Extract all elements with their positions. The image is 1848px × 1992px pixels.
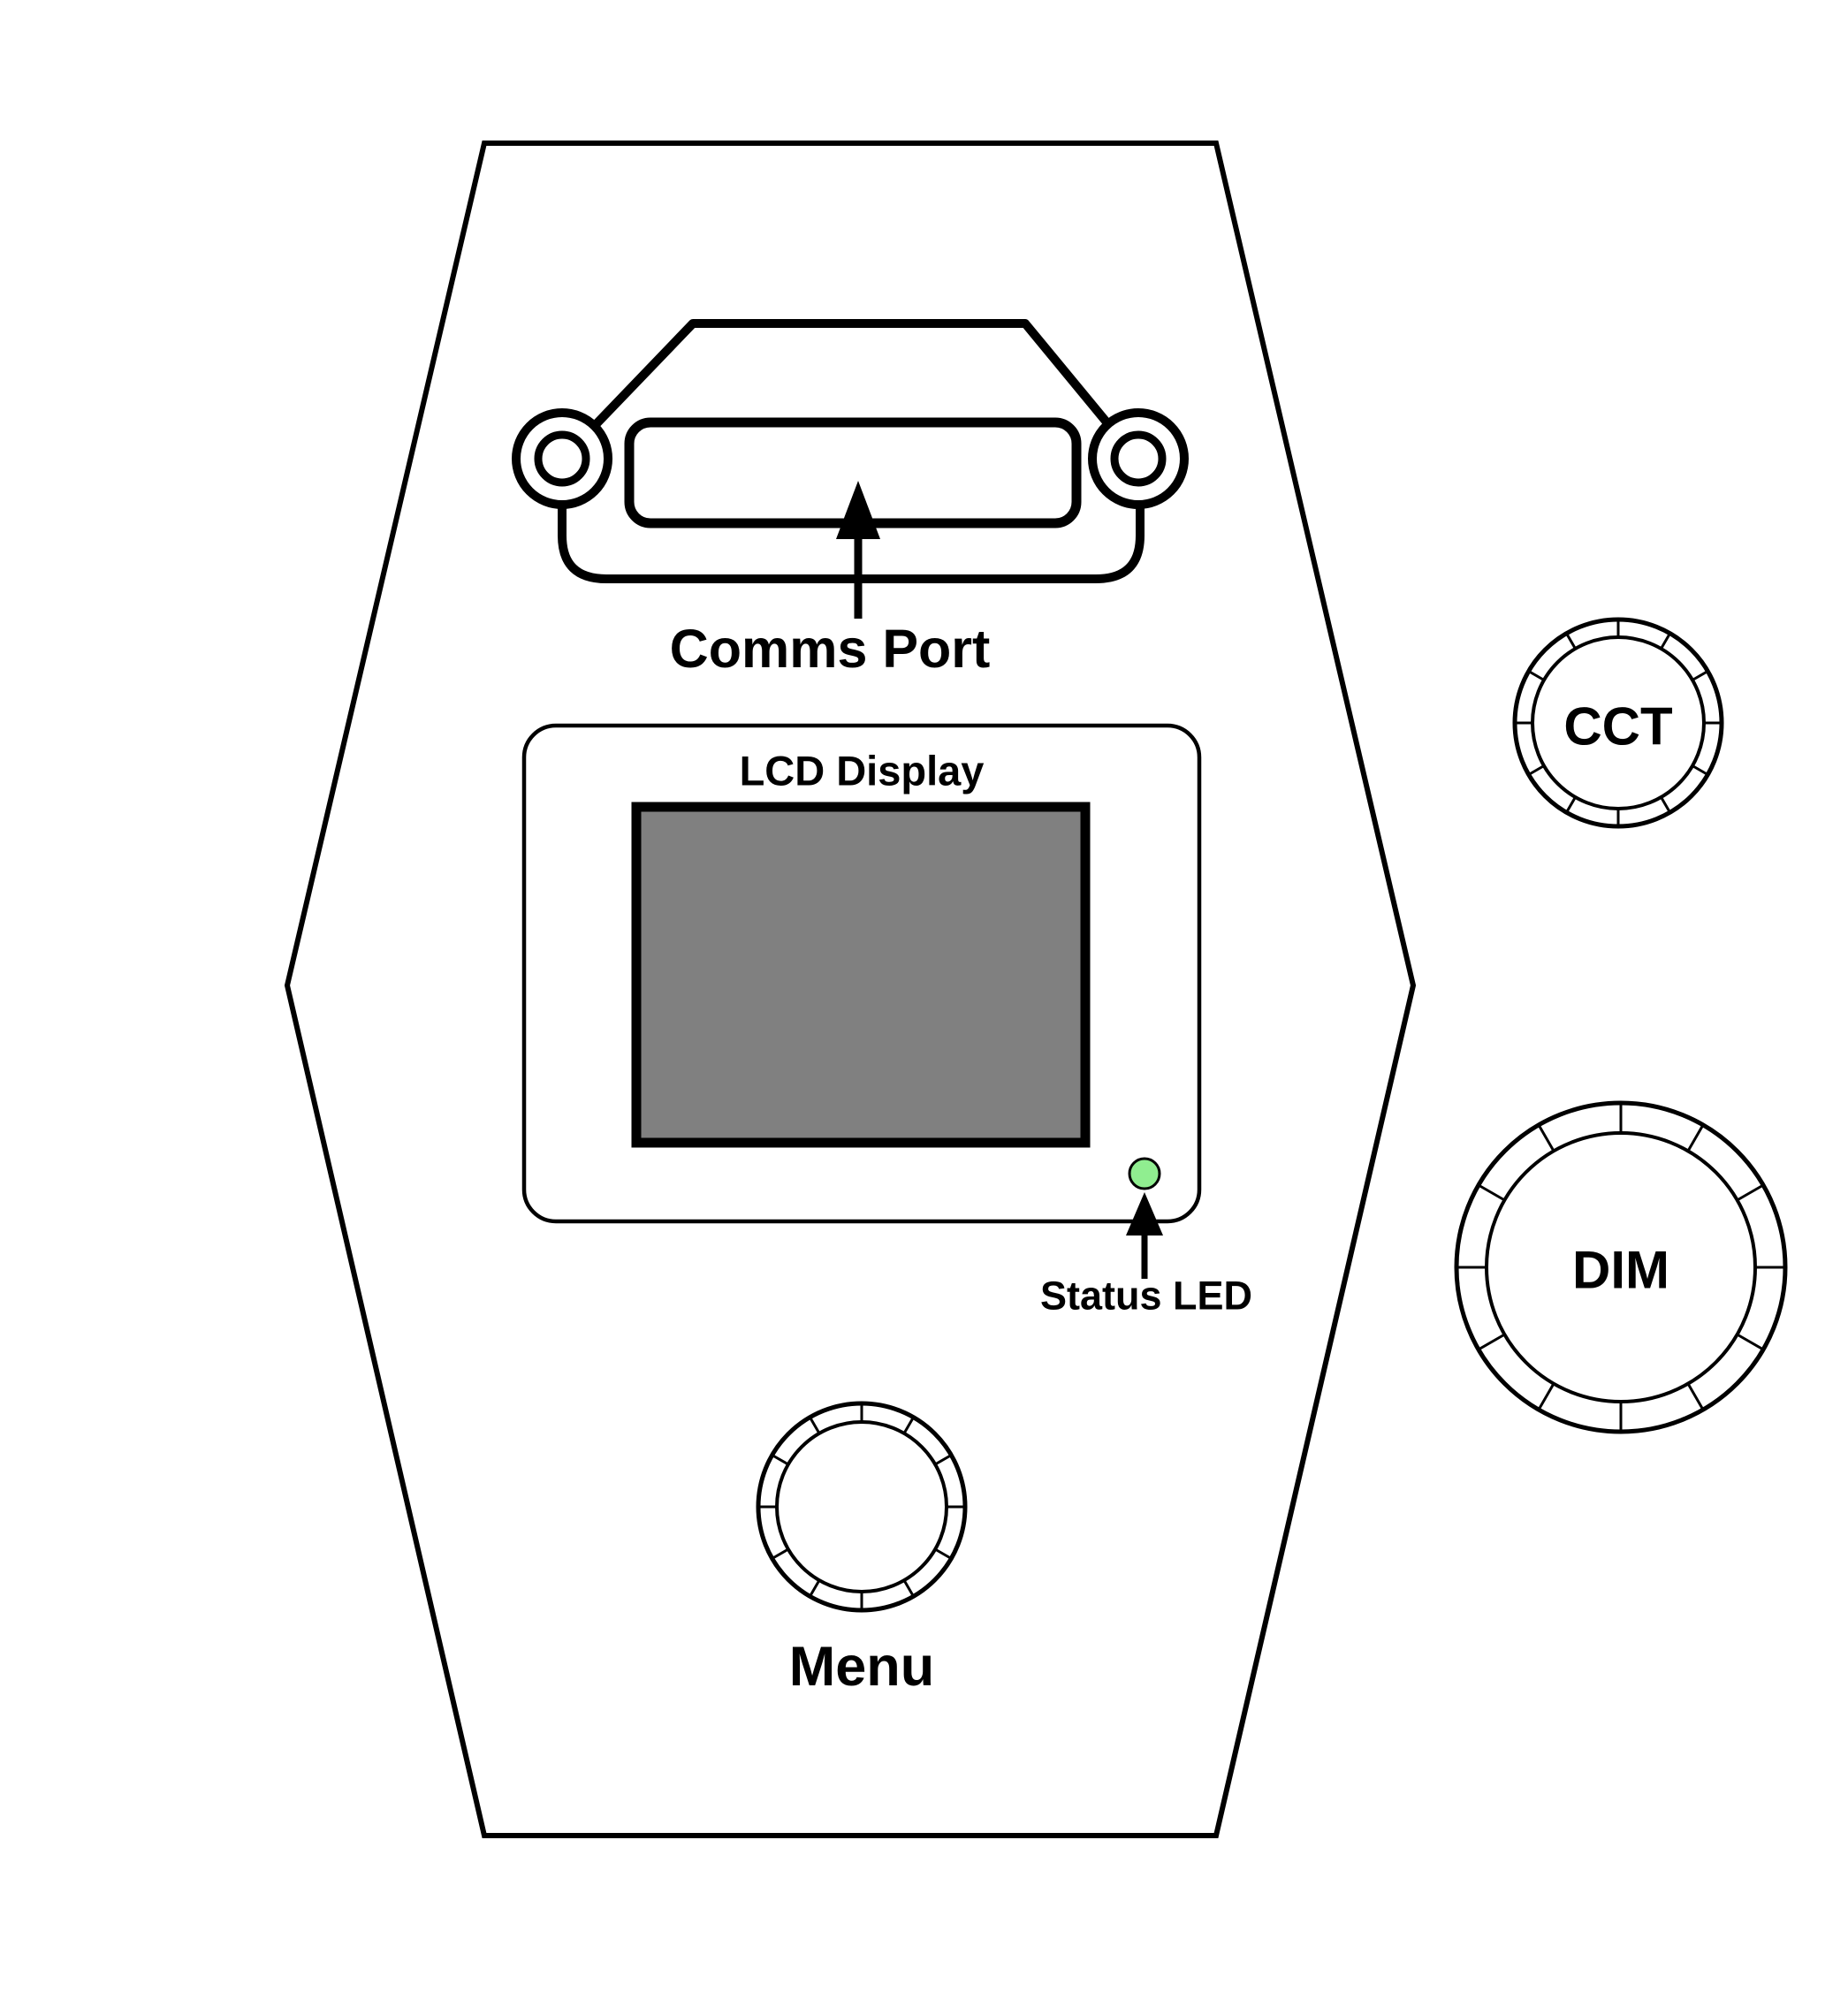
comms-port-shroud-top	[559, 319, 1141, 463]
knob-tick	[934, 1454, 953, 1466]
knob-tick	[1527, 764, 1545, 776]
knob-tick	[1527, 670, 1545, 681]
knob-tick	[902, 1416, 915, 1434]
lcd-display-label: LCD Display	[740, 748, 985, 795]
knob-tick	[809, 1579, 821, 1598]
comms-port: Comms Port	[512, 319, 1189, 679]
lcd-screen	[631, 802, 1091, 1148]
screw-hole-right-inner	[1110, 430, 1167, 487]
knob-tick	[1686, 1382, 1705, 1410]
knob-tick	[934, 1547, 953, 1560]
knob-tick	[1686, 1124, 1705, 1152]
knob-tick	[771, 1454, 789, 1466]
knob-tick	[902, 1579, 915, 1598]
knob-inner-circle	[775, 1420, 948, 1593]
status-led-arrow	[1126, 1192, 1163, 1279]
menu-knob	[756, 1401, 968, 1613]
cct-knob	[1512, 617, 1724, 829]
status-led-label: Status LED	[1040, 1274, 1252, 1319]
comms-port-label: Comms Port	[670, 619, 991, 679]
dim-knob-label: DIM	[1572, 1241, 1669, 1300]
knob-tick	[1660, 796, 1671, 814]
knob-tick	[771, 1547, 789, 1560]
knob-tick	[1478, 1333, 1506, 1351]
screw-hole-left-inner	[534, 430, 590, 487]
knob-tick	[1537, 1382, 1555, 1410]
knob-tick	[1736, 1333, 1764, 1351]
cct-knob-label: CCT	[1563, 697, 1672, 757]
dim-knob	[1454, 1100, 1788, 1434]
lcd-panel: LCD Display	[521, 723, 1202, 1224]
knob-tick	[1692, 670, 1709, 681]
knob-tick	[809, 1416, 821, 1434]
knob-tick	[1565, 632, 1577, 650]
menu-knob-label: Menu	[789, 1636, 934, 1698]
status-led	[1128, 1157, 1161, 1190]
knob-tick	[1537, 1124, 1555, 1152]
knob-tick	[1660, 632, 1671, 650]
knob-tick	[1736, 1183, 1764, 1202]
comms-port-arrow	[836, 481, 880, 619]
comms-port-shroud-bottom	[558, 467, 1145, 583]
knob-tick	[1565, 796, 1577, 814]
knob-tick	[1692, 764, 1709, 776]
knob-tick	[1478, 1183, 1506, 1202]
